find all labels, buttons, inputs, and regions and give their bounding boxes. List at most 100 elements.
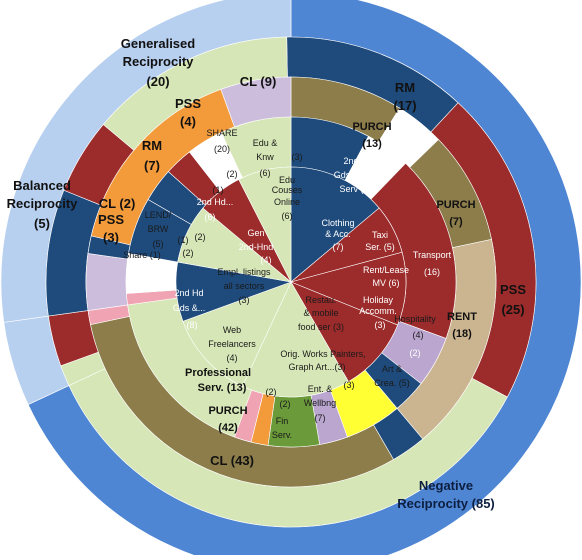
hosp4-label: (4) (413, 330, 424, 340)
balanced-label-line1: Balanced (13, 178, 71, 193)
gds8-label-line1: 2nd Hd (174, 288, 203, 298)
negative-label-line1: Negative (419, 478, 473, 493)
restau-label-line2: & mobile (303, 308, 338, 318)
ent-label-line1: Ent. & (308, 384, 333, 394)
orig-label-line2: Graph Art...(3) (288, 362, 345, 372)
purch13-label-line1: PURCH (352, 121, 391, 133)
two-a-label: (2) (227, 169, 238, 179)
one-b-label: (1) (178, 235, 189, 245)
gds8-label-line3: (8) (187, 320, 198, 330)
ring-lend-brw (85, 253, 128, 311)
empl-label-line3: (3) (239, 295, 250, 305)
rm7-label-line2: (7) (144, 158, 160, 173)
gen-label-line2: 2nd-Hnd (239, 242, 274, 252)
share20-label-line2: (20) (214, 144, 230, 154)
generalised-label-line3: (20) (146, 74, 169, 89)
cl2-label: CL (2) (99, 196, 136, 211)
prof-label-line1: Professional (185, 367, 251, 379)
restau-label-line3: food ser (3) (298, 322, 344, 332)
cl9-label: CL (9) (240, 74, 277, 89)
hd6-label-line1: 2nd Hd... (197, 197, 234, 207)
cl43-label: CL (43) (210, 453, 254, 468)
balanced-label-line3: (5) (34, 216, 50, 231)
fin2b-label: (2) (280, 399, 291, 409)
prof-label-line2: Serv. (13) (198, 382, 247, 394)
sec2hd-label-line3: Serv (17) (339, 184, 376, 194)
pss3-label-line2: (3) (103, 230, 119, 245)
holiday-label-line1: Holiday (363, 295, 394, 305)
gen-label-line3: (4) (261, 255, 272, 265)
sec2hd-label-line1: 2nd Hd (343, 156, 372, 166)
gen-label-line1: Gen (247, 228, 264, 238)
gds8-label-line2: Gds &... (173, 303, 206, 313)
transport-label-line2: (16) (424, 267, 440, 277)
share20-label-line1: SHARE (206, 128, 237, 138)
rm17-label-line2: (17) (393, 98, 416, 113)
edu-couses-line2: Couses (272, 185, 303, 195)
pss25-label-line1: PSS (500, 282, 526, 297)
core-rentlease (290, 251, 407, 326)
generalised-label-line1: Generalised (121, 36, 195, 51)
clothing-label-line2: & Acc. (325, 229, 351, 239)
core-clothing (290, 166, 380, 283)
rent18-label-line2: (18) (452, 328, 472, 340)
rm7-label-line1: RM (142, 138, 162, 153)
sunburst-labels: Generalised Reciprocity (20) Balanced Re… (7, 36, 527, 511)
fin-label-line2: Serv. (272, 430, 292, 440)
share1-label: Share (1) (123, 250, 161, 260)
two-b-label: (2) (195, 232, 206, 242)
purch7-label-line2: (7) (449, 216, 463, 228)
pss4-label-line2: (4) (180, 114, 196, 129)
two-c-label: (2) (183, 248, 194, 258)
art3-label: (3) (344, 380, 355, 390)
clothing-label-line3: (7) (333, 242, 344, 252)
edu-couses-line3: Online (274, 197, 300, 207)
pss3-label-line1: PSS (98, 212, 124, 227)
edu-label-line3: (6) (260, 168, 271, 178)
restau-label-line1: Restau. (305, 295, 336, 305)
ent-label-line3: (7) (315, 413, 326, 423)
hospitality-label: Hospitality (394, 314, 436, 324)
pss25-label-line2: (25) (501, 302, 524, 317)
ent-label-line2: Wellbng (304, 398, 336, 408)
purch13-label-line2: (13) (362, 138, 382, 150)
negative-label-line2: Reciprocity (85) (397, 496, 495, 511)
transport-label-line1: Transport (413, 250, 452, 260)
web-label-line2: Freelancers (208, 339, 256, 349)
fin2a-label: (2) (266, 387, 277, 397)
core-orig-works (242, 281, 349, 398)
edu3-label: (3) (292, 152, 303, 162)
sec2hd-label-line2: Gds & Pers. (334, 170, 383, 180)
web-label-line1: Web (223, 325, 241, 335)
hd6-label-line2: (6) (205, 212, 216, 222)
holiday-label-line3: (3) (375, 320, 386, 330)
balanced-label-line2: Reciprocity (7, 196, 79, 211)
holiday-label-line2: Accomm. (359, 306, 397, 316)
pss4-label-line1: PSS (175, 96, 201, 111)
core-holiday (290, 281, 399, 383)
lend-label-line2: BRW (148, 224, 169, 234)
edu-couses-line1: Edu (279, 175, 295, 185)
rentlease-label-line2: MV (6) (373, 278, 400, 288)
fin-label-line1: Fin (276, 416, 289, 426)
taxi-label-line2: Ser. (5) (365, 242, 395, 252)
lend-label-line3: (5) (153, 239, 164, 249)
rent18-label-line1: RENT (447, 311, 477, 323)
edu-label-line2: Knw (256, 152, 274, 162)
edu-couses-line4: (6) (282, 211, 293, 221)
rm17-label-line1: RM (395, 80, 415, 95)
empl-label-line1: Empl. listings (217, 267, 271, 277)
taxi-label-line1: Taxi (372, 230, 388, 240)
web-label-line3: (4) (227, 353, 238, 363)
rentlease-label-line1: Rent/Lease (363, 265, 409, 275)
clothing-label-line1: Clothing (321, 218, 354, 228)
purch42-label-line1: PURCH (208, 405, 247, 417)
rent2-label: (2) (410, 348, 421, 358)
purch7-label-line1: PURCH (436, 199, 475, 211)
one-a-label: (1) (213, 185, 224, 195)
edu-label-line1: Edu & (253, 138, 278, 148)
orig-label-line1: Orig. Works Painters, (280, 349, 365, 359)
